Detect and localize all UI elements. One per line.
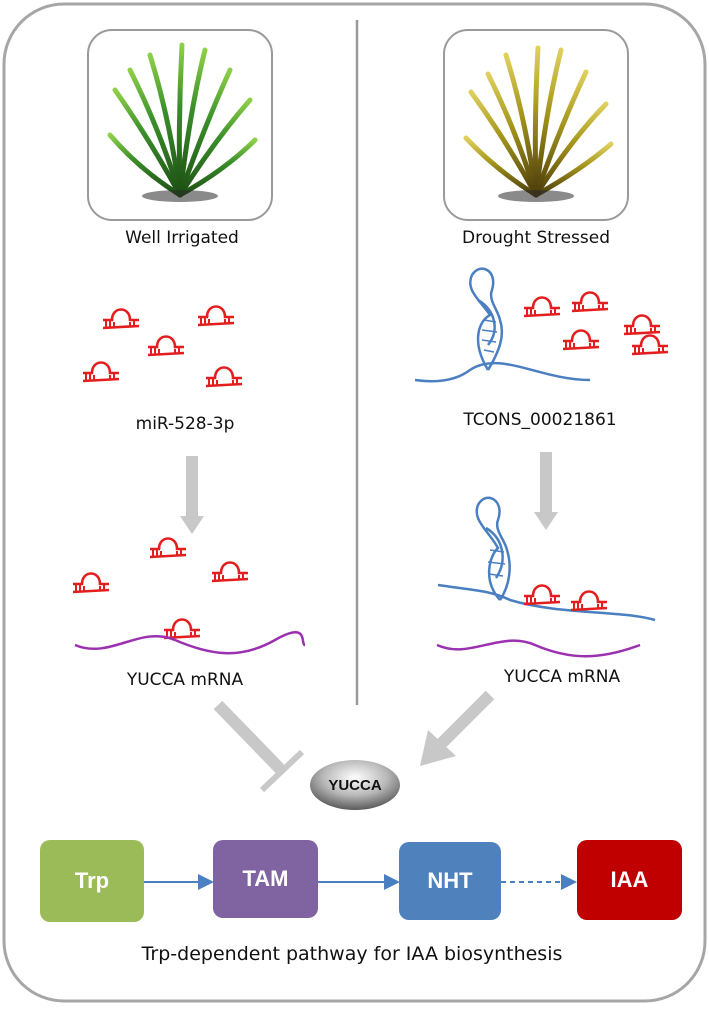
healthy-grass-image (87, 29, 273, 221)
pathway-step-tam: TAM (213, 840, 318, 918)
mrna-label-left: YUCCA mRNA (126, 670, 244, 690)
mirna-label: miR-528-3p (135, 414, 235, 434)
mrna-strand-left (74, 631, 306, 655)
mrna-strand-right (436, 639, 641, 658)
mrna-label-right: YUCCA mRNA (503, 667, 621, 687)
lncrna-label: TCONS_00021861 (463, 410, 617, 430)
arrow-left-down (180, 456, 204, 534)
inhibition-arrow (213, 700, 305, 793)
lncrna-right-top (414, 267, 591, 383)
condition-label-left: Well Irrigated (125, 228, 239, 248)
lncrna-right-bound (437, 496, 656, 622)
stressed-grass-image (443, 29, 629, 221)
activation-arrow (420, 690, 495, 766)
mirna-cluster-left-bound (71, 537, 250, 640)
pathway-step-iaa: IAA (577, 840, 682, 920)
condition-label-right: Drought Stressed (461, 228, 611, 248)
yucca-enzyme-label: YUCCA (328, 776, 382, 794)
pathway-step-trp: Trp (40, 840, 144, 922)
mirna-cluster-left (81, 305, 244, 388)
yucca-enzyme-oval (310, 760, 400, 810)
pathway-step-nht: NHT (399, 842, 501, 920)
pathway-title: Trp-dependent pathway for IAA biosynthes… (141, 943, 563, 965)
mirna-cluster-right (522, 291, 670, 356)
arrow-right-down (534, 452, 558, 530)
